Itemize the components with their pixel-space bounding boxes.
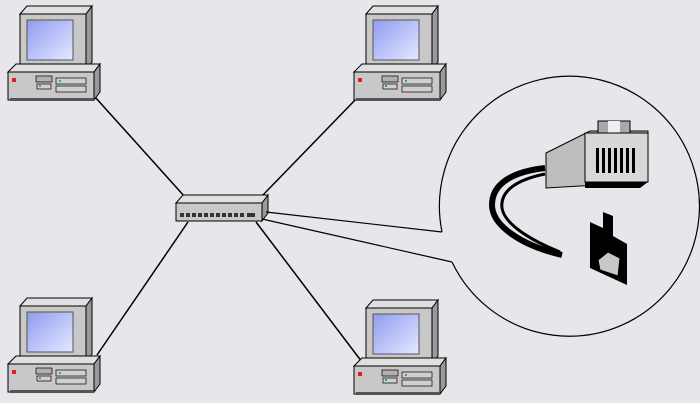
- computer-bottom-right: [353, 299, 447, 396]
- zoom-callout: [261, 75, 700, 337]
- cable-bottom-left: [96, 221, 189, 356]
- rj45-jack-icon: [590, 212, 627, 285]
- computer-top-right: [353, 5, 447, 102]
- cable-top-right: [261, 96, 359, 197]
- rj45-plug-icon: [488, 120, 649, 258]
- hub-ports: [180, 213, 255, 217]
- computer-top-left: [7, 5, 101, 102]
- network-hub: [174, 193, 269, 223]
- network-cables: [94, 96, 363, 363]
- cable-top-left: [94, 96, 186, 198]
- cable-bottom-right: [255, 221, 363, 363]
- computer-bottom-left: [7, 297, 101, 394]
